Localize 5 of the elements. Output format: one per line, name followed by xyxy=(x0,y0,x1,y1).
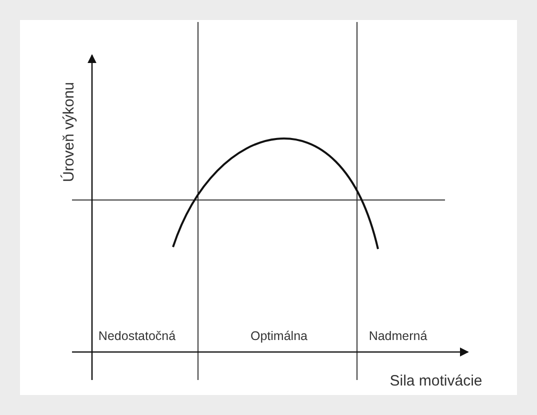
axis-title: Úroveň výkonu xyxy=(60,82,78,182)
region-label: Nadmerná xyxy=(368,329,428,343)
axis-title: Sila motivácie xyxy=(390,372,482,390)
region-label: Optimálna xyxy=(250,329,308,343)
region-label: Nedostatočná xyxy=(98,329,176,343)
